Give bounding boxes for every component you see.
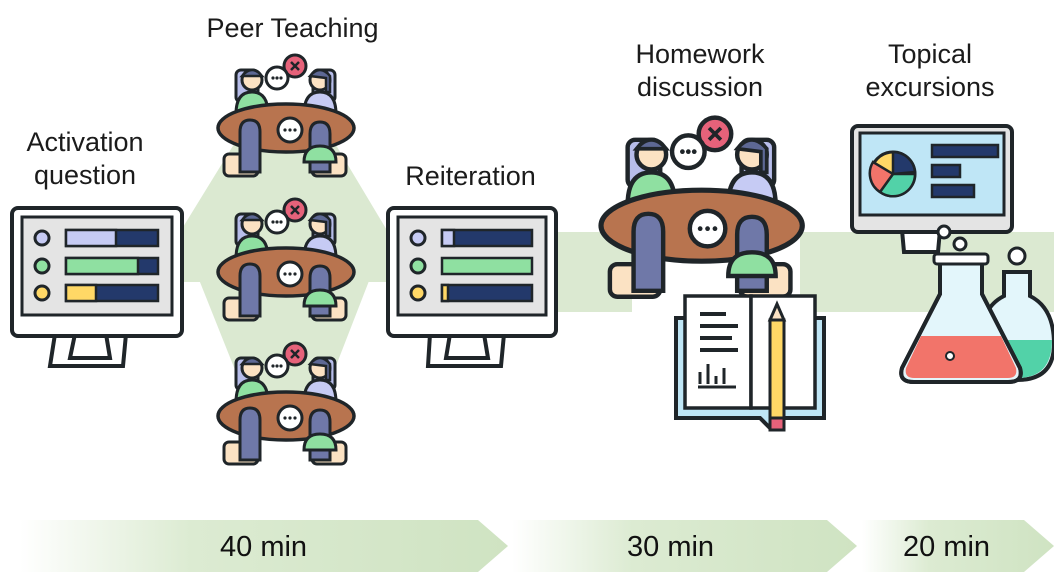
reiteration-monitor-icon xyxy=(386,206,558,368)
flask-icon xyxy=(899,246,1054,384)
label-reiteration: Reiteration xyxy=(405,161,536,191)
homework-group-icon xyxy=(601,118,802,297)
timeline-label-30-min: 30 min xyxy=(627,531,715,563)
timeline-label-40-min: 40 min xyxy=(220,531,308,563)
book-icon xyxy=(674,294,826,432)
label-homework-discussion: Homework discussion xyxy=(635,39,765,102)
label-peer-teaching: Peer Teaching xyxy=(206,13,379,43)
peer-group-icon-3 xyxy=(216,341,356,466)
timeline-arrow-30 xyxy=(512,520,857,572)
timeline-arrow-20 xyxy=(862,520,1054,572)
label-activation-question: Activation question xyxy=(26,127,144,190)
excursions-monitor-icon xyxy=(850,124,1014,254)
label-topical-excursions: Topical excursions xyxy=(865,39,995,102)
timeline-label-20-min: 20 min xyxy=(903,531,991,563)
activation-monitor-icon xyxy=(10,206,184,368)
timeline-arrow-40 xyxy=(20,520,508,572)
